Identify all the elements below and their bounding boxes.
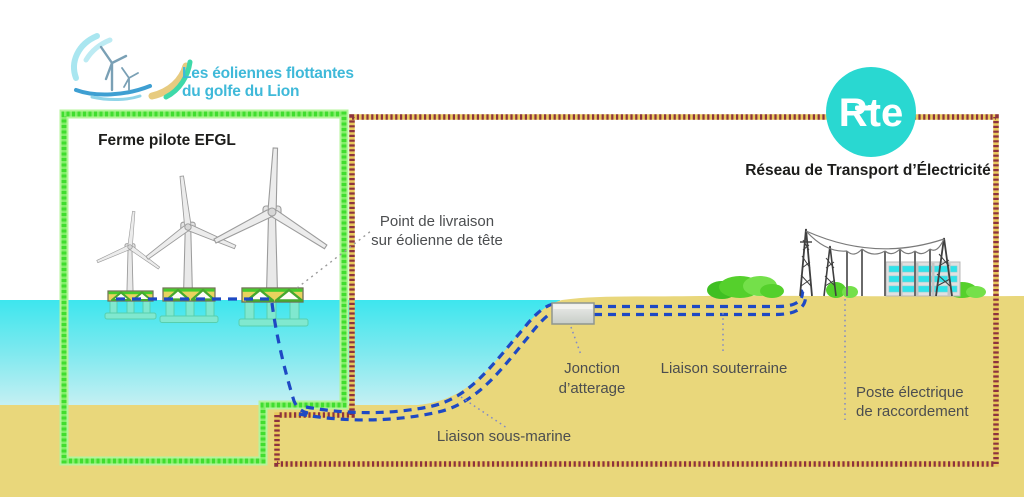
delivery-point-label-line2: sur éolienne de tête [371,232,503,249]
substation-label-line2: de raccordement [856,403,969,420]
floating-platform-medium [159,287,219,323]
substation-poles [846,249,931,296]
efgl-logo [71,33,193,101]
efgl-logo-line2: du golfe du Lion [182,83,299,100]
electric-pylon-tall [799,228,813,297]
junction-label-line2: d’atterage [559,380,626,397]
electric-pylon-short [823,245,837,297]
substation-label-line1: Poste électrique [856,384,964,401]
rte-circle-logo [826,67,916,157]
export-cable-descent [270,302,309,415]
floating-platform-small [104,290,157,320]
substation [799,228,961,297]
electric-pylon-right [935,237,953,297]
logo-turbine-large [99,45,128,92]
wind-turbine-head [212,147,329,294]
submarine-cable-pair [298,302,554,422]
wind-turbine-medium [144,175,237,293]
farm-frame-label: Ferme pilote EFGL [98,132,236,149]
rte-subtitle: Réseau de Transport d’Électricité [745,162,991,179]
junction-label-line1: Jonction [564,360,620,377]
logo-turbine-small [121,67,139,91]
efgl-farm-frame [59,109,349,466]
submarine-link-label: Liaison sous-marine [437,428,571,445]
rte-logo-crossbar [855,105,877,111]
rte-logo: Rte [826,67,916,157]
underground-link-label: Liaison souterraine [661,360,788,377]
bushes-left [707,276,784,299]
sand-ground [0,295,1024,497]
underground-cable-pair [594,288,807,317]
delivery-point-label-line1: Point de livraison [380,213,494,230]
junction-box [551,302,595,325]
efgl-logo-line1: Les éoliennes flottantes [182,65,354,82]
rte-logo-text: Rte [839,91,903,135]
rte-network-frame [274,114,999,467]
power-lines [805,230,945,255]
